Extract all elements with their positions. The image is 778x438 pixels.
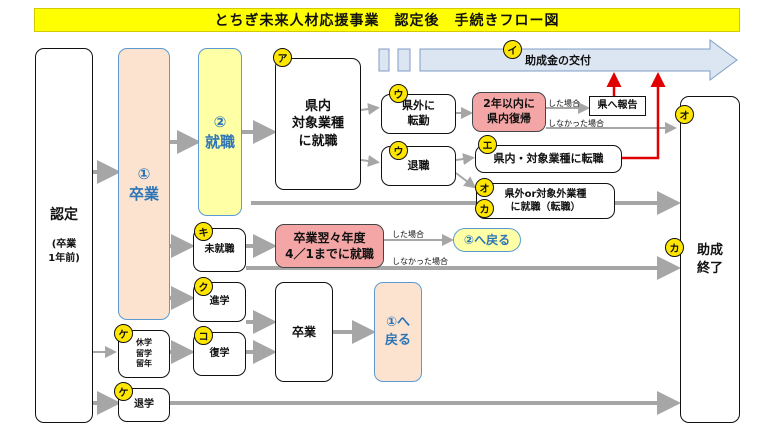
sotsugyo2-box: 卒業 [275,282,333,382]
kennai-tenshoku-box: 県内・対象業種に転職 [475,145,622,173]
josei-shuryo-box: 助成 終了 [680,96,740,423]
badge-u-1: ウ [389,84,408,103]
josei-kofu-label: 助成金の交付 [525,54,591,67]
badge-u-2: ウ [389,141,408,160]
label-shinakatta-1: しなかった場合 [548,119,604,128]
label-shita-1: した場合 [548,99,580,108]
kennai-box: 県内 対象業種 に就職 [275,58,361,190]
label-shita-2: した場合 [392,230,424,239]
kyugaku-box: 休学 留学 留年 [118,330,170,378]
nintei-sub: (卒業 1年前) [48,239,80,264]
nintei-label: 認定 [50,206,78,223]
badge-o-1: オ [475,178,494,197]
badge-ka-2: カ [665,238,684,257]
badge-ke-1: ケ [114,324,133,343]
page-title: とちぎ未来人材応援事業 認定後 手続きフロー図 [34,8,740,32]
yokuyoku-box: 卒業翌々年度 4／1までに就職 [275,224,384,268]
badge-ku: ク [194,277,213,296]
badge-ka-1: カ [475,199,494,218]
nintei-box: 認定 (卒業 1年前) [35,48,93,423]
fukugaku-box: 復学 [193,332,246,376]
badge-a: ア [273,48,292,67]
kengai-tenshoku-box: 県外or対象外業種 に就職（転職） [476,183,615,219]
badge-e: エ [478,135,497,154]
badge-o-2: オ [675,105,694,124]
sotsugyo-box: ① 卒業 [118,48,170,320]
modoru2-box: ②へ戻る [453,228,521,252]
badge-ki: キ [194,222,213,241]
label-shinakatta-2: しなかった場合 [392,257,448,266]
modoru1-box: ①へ 戻る [374,282,422,382]
shushoku-box: ② 就職 [198,48,242,216]
fukki-box: 2年以内に 県内復帰 [472,92,546,132]
ken-hokoku-box: 県へ報告 [589,96,646,116]
badge-i: イ [503,40,522,59]
shingaku-box: 進学 [193,282,246,322]
badge-ko: コ [194,326,213,345]
badge-ke-2: ケ [114,382,133,401]
